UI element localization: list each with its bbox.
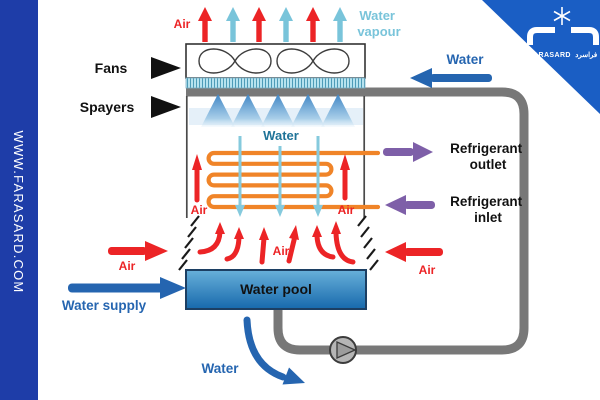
fan-icon xyxy=(276,48,350,74)
water-spray-label: Water xyxy=(263,128,299,143)
fan-icon xyxy=(198,48,272,74)
air-left-arrow xyxy=(145,241,168,261)
water-pipe-circuit xyxy=(186,87,529,364)
refrigerant-outlet-label: Refrigerant outlet xyxy=(450,141,526,172)
air-internal-arrowheads xyxy=(192,154,350,240)
air-up-arrow xyxy=(306,7,320,42)
sprayers-label: Spayers xyxy=(80,99,135,115)
brand-logo: FARASARD فراسرد xyxy=(482,0,600,114)
logo-brand: FARASARD xyxy=(529,52,571,59)
fans-pointer-icon xyxy=(151,57,181,79)
falling-water xyxy=(238,136,320,206)
snowflake-icon xyxy=(553,7,571,25)
air-right-label: Air xyxy=(419,263,436,277)
air-inside-left-label: Air xyxy=(191,203,208,217)
spray-water xyxy=(189,94,363,127)
louver-left xyxy=(178,215,200,271)
air-left-label: Air xyxy=(119,259,136,273)
logo-pipes-icon xyxy=(527,27,599,45)
fans-label: Fans xyxy=(95,60,128,76)
water-return-arrow xyxy=(410,68,432,88)
air-up-arrow xyxy=(252,7,266,42)
vapour-up-arrow xyxy=(333,7,347,42)
vapour-up-arrow xyxy=(226,7,240,42)
water-supply-label: Water supply xyxy=(62,298,147,313)
water-pipe xyxy=(186,87,529,355)
refrigerant-outlet-arrow xyxy=(413,142,433,162)
water-drain-arrowhead xyxy=(282,367,305,385)
water-vapour-label: Water vapour xyxy=(357,8,400,39)
water-return-label: Water xyxy=(446,52,484,67)
vapour-up-arrow xyxy=(279,7,293,42)
louver-right xyxy=(357,215,379,271)
water-drain-label: Water xyxy=(201,361,239,376)
air-inlet-arrows xyxy=(108,241,443,262)
watermark-sidebar: WWW.FARASARD.COM xyxy=(0,0,38,400)
logo-text: FARASARD فراسرد xyxy=(529,51,597,59)
flow-arrows xyxy=(68,7,492,385)
air-internal-arrows xyxy=(194,165,356,265)
refrigerant-inlet-arrow xyxy=(385,195,406,215)
falling-water-arrowheads xyxy=(235,205,323,217)
air-right-arrow xyxy=(385,242,406,262)
pump-icon xyxy=(329,336,357,364)
water-supply-arrow xyxy=(160,277,186,299)
air-inside-center-label: Air xyxy=(273,244,290,258)
water-arrows xyxy=(68,68,492,385)
diagram-labels: Air Water vapour Fans Spayers Water Wate… xyxy=(62,8,526,376)
refrigerant-coil xyxy=(206,150,381,210)
refrigerant-inlet-label: Refrigerant inlet xyxy=(450,194,526,225)
water-drain-arrow xyxy=(243,316,287,381)
air-up-arrow xyxy=(198,7,212,42)
exhaust-arrows xyxy=(198,7,347,42)
logo-brand-arabic: فراسرد xyxy=(575,51,597,59)
air-inside-right-label: Air xyxy=(338,203,355,217)
drift-eliminator xyxy=(185,77,366,89)
water-pool-label: Water pool xyxy=(240,281,312,297)
logo-corner-triangle xyxy=(482,0,600,114)
watermark-text: WWW.FARASARD.COM xyxy=(11,131,26,294)
cooling-tower xyxy=(178,43,381,310)
air-top-label: Air xyxy=(174,17,191,31)
sprayers-pointer-icon xyxy=(151,96,181,118)
watermark-bar xyxy=(0,0,38,400)
refrigerant-arrows xyxy=(383,142,435,215)
water-pool xyxy=(185,269,367,310)
